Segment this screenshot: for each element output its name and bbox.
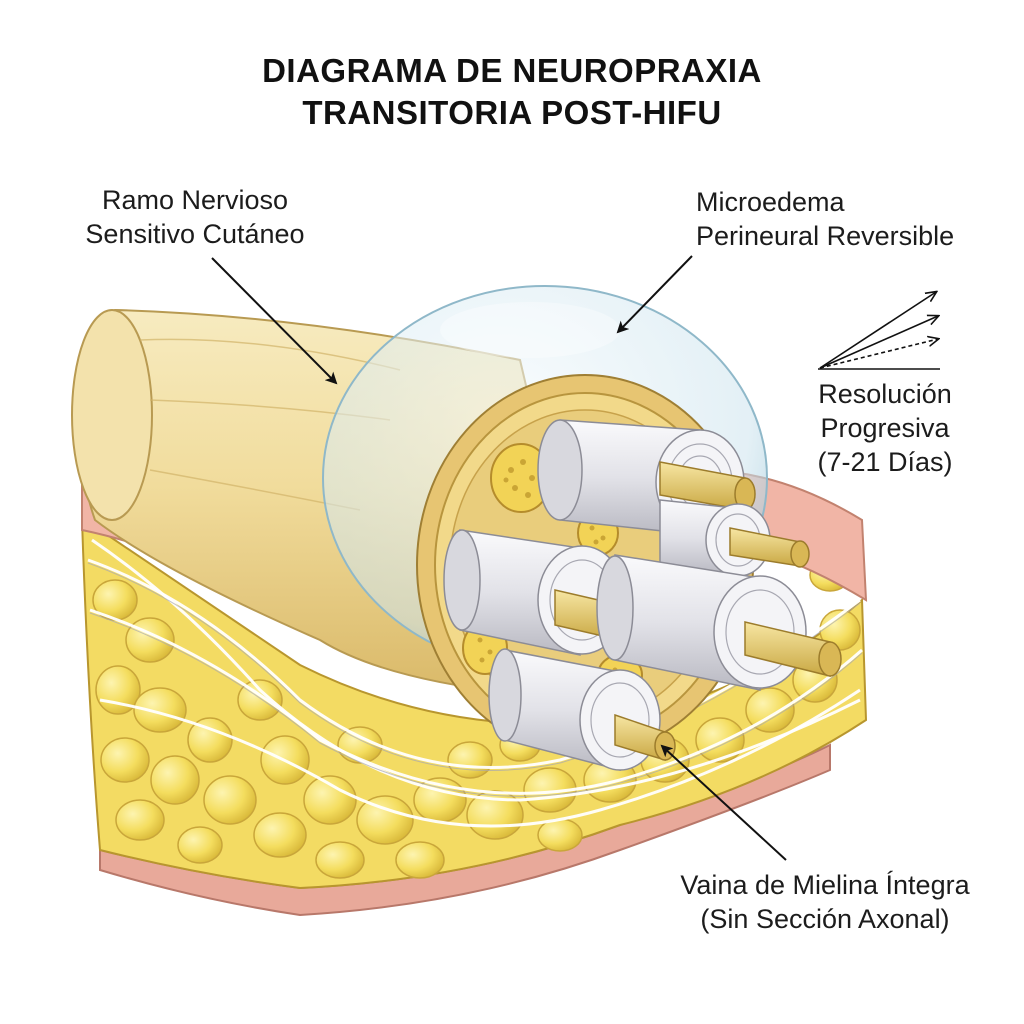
fat-layer	[80, 518, 868, 890]
label-microedema-line-1: Microedema	[696, 187, 845, 217]
myelinated-axon-2	[659, 499, 810, 577]
label-resolucion-line-2: Progresiva	[820, 413, 950, 443]
label-ramo-nervioso: Ramo Nervioso Sensitivo Cutáneo	[60, 183, 330, 251]
progressive-resolution-icon	[818, 292, 940, 370]
edema-leader-arrow	[616, 255, 693, 334]
label-resolucion: Resolución Progresiva (7-21 Días)	[790, 377, 980, 479]
ramo-leader-arrow	[211, 257, 338, 385]
label-resolucion-line-3: (7-21 Días)	[817, 447, 953, 477]
label-vaina-line-1: Vaina de Mielina Íntegra	[680, 870, 970, 900]
label-ramo-line-2: Sensitivo Cutáneo	[85, 219, 305, 249]
label-vaina-mielina: Vaina de Mielina Íntegra (Sin Sección Ax…	[660, 868, 990, 936]
label-vaina-line-2: (Sin Sección Axonal)	[700, 904, 950, 934]
label-resolucion-line-1: Resolución	[818, 379, 952, 409]
diagram-title-line-2: TRANSITORIA POST-HIFU	[302, 94, 722, 131]
leader-arrows	[211, 255, 787, 861]
nerve-cross-section	[416, 374, 842, 771]
myelinated-axon-4	[596, 554, 842, 691]
vaina-leader-arrow	[660, 744, 787, 861]
connective-fibers	[87, 538, 863, 828]
label-ramo-line-1: Ramo Nervioso	[101, 185, 289, 215]
label-microedema-line-2: Perineural Reversible	[696, 221, 955, 251]
diagram-title-line-1: DIAGRAMA DE NEUROPRAXIA	[262, 52, 762, 89]
label-microedema: Microedema Perineural Reversible	[696, 185, 954, 253]
